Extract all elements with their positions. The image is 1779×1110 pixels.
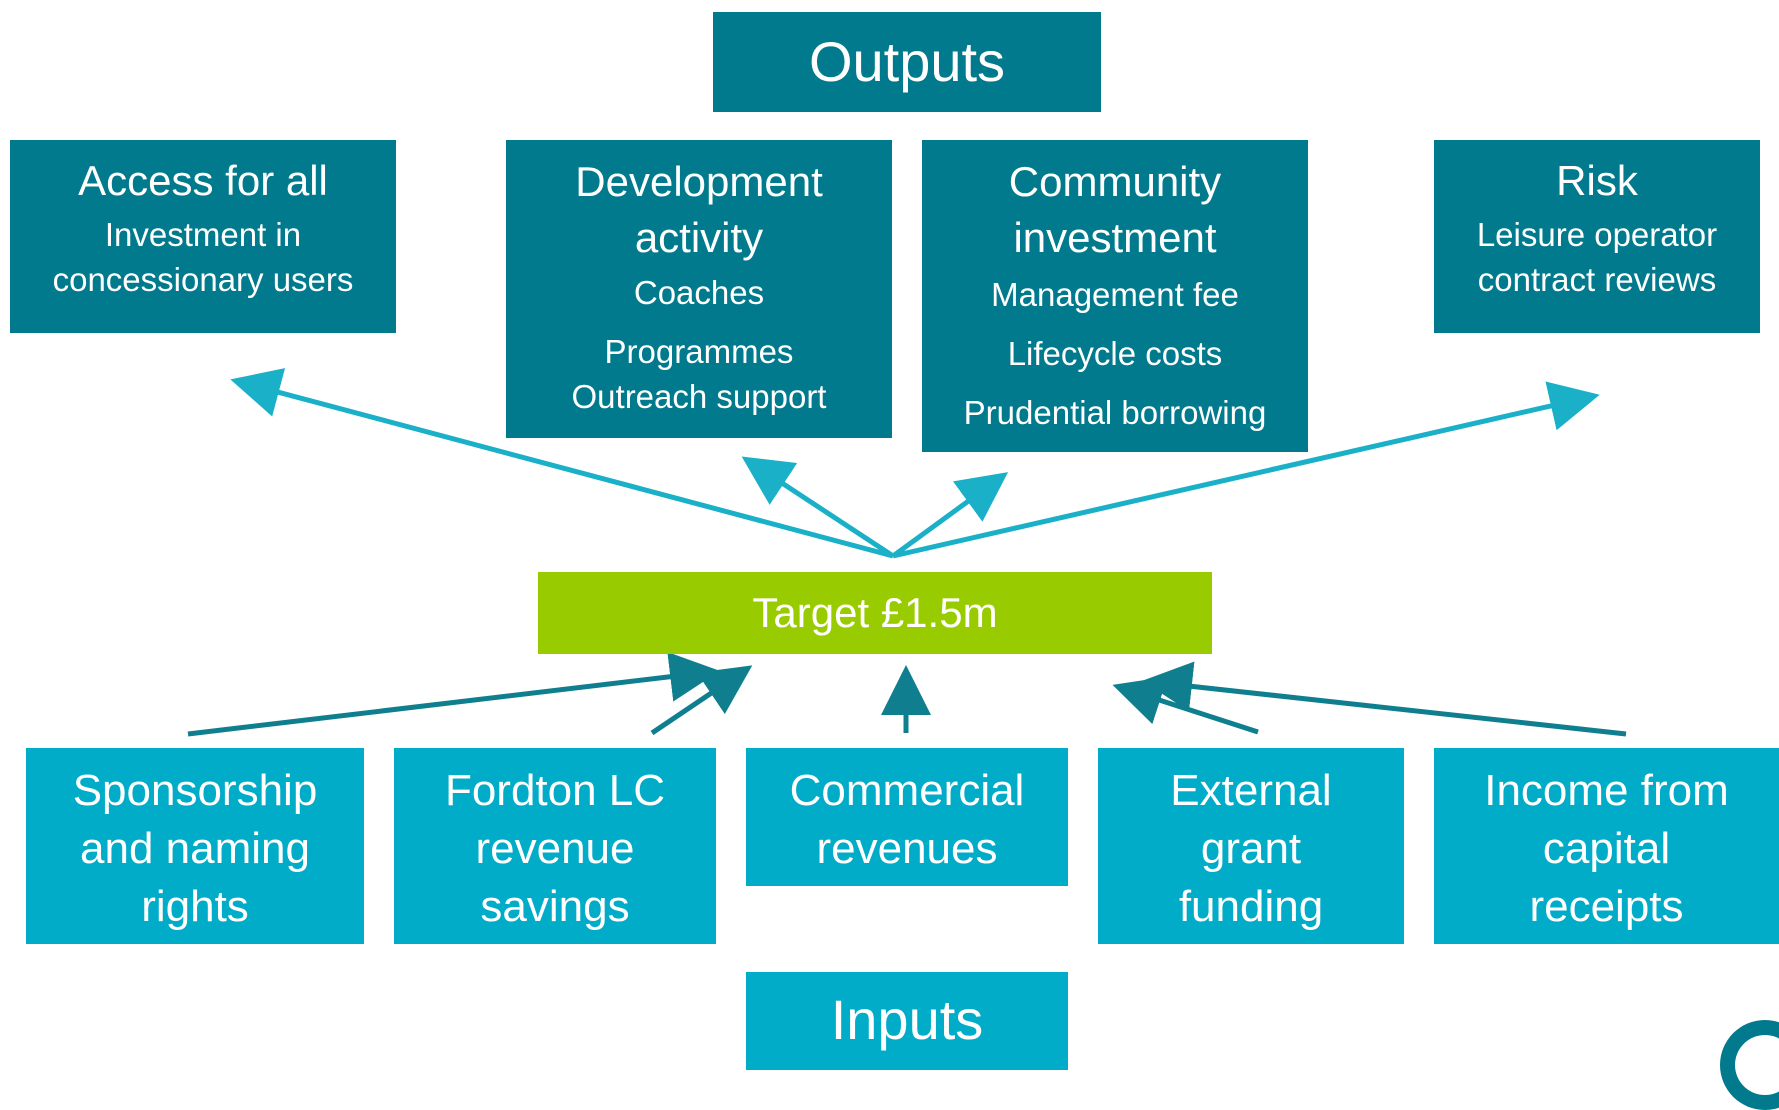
input-line: revenues: [816, 824, 998, 873]
target-box: Target £1.5m: [538, 572, 1212, 654]
input-line: rights: [141, 882, 249, 931]
output-line: Investment in: [104, 216, 302, 253]
arrow-to-development-activity: [741, 456, 895, 559]
arrow-from-sponsorship: [187, 651, 720, 737]
output-development-activity: Development activity Coaches Programmes …: [506, 140, 892, 438]
output-line: Programmes: [604, 333, 794, 370]
output-risk: Risk Leisure operator contract reviews: [1434, 140, 1760, 333]
arrows-layer: [187, 368, 1627, 737]
arrow-from-external-grant: [1112, 676, 1259, 735]
output-line: Lifecycle costs: [1007, 335, 1223, 372]
output-community-investment: Community investment Management fee Life…: [922, 140, 1308, 452]
input-capital-receipts: Income from capital receipts: [1434, 748, 1779, 944]
input-line: capital: [1542, 824, 1671, 873]
input-line: savings: [480, 882, 630, 931]
output-line: Outreach support: [571, 378, 827, 415]
input-external-grant: External grant funding: [1098, 748, 1404, 944]
output-title-line1: Development: [575, 158, 823, 205]
output-title-line2: investment: [1013, 214, 1217, 261]
output-line: Management fee: [991, 276, 1239, 313]
outputs-heading-box: Outputs: [713, 12, 1101, 112]
outputs-heading: Outputs: [808, 30, 1006, 93]
input-line: funding: [1178, 882, 1324, 931]
input-sponsorship: Sponsorship and naming rights: [26, 748, 364, 944]
inputs-heading: Inputs: [830, 988, 984, 1051]
output-line: contract reviews: [1477, 261, 1717, 298]
arrow-from-capital-receipts: [1142, 661, 1627, 737]
target-label: Target £1.5m: [752, 589, 998, 636]
input-line: External: [1170, 766, 1332, 815]
output-line: concessionary users: [52, 261, 354, 298]
arrow-to-access-for-all: [230, 368, 894, 559]
arrow-to-risk: [892, 381, 1600, 559]
output-line: Prudential borrowing: [963, 394, 1267, 431]
arrow-from-fordton: [650, 665, 753, 736]
output-line: Leisure operator: [1476, 216, 1718, 253]
output-line: Coaches: [633, 274, 765, 311]
input-line: grant: [1200, 824, 1302, 873]
input-line: receipts: [1529, 882, 1684, 931]
output-access-for-all: Access for all Investment in concessiona…: [10, 140, 396, 333]
output-title: Risk: [1556, 157, 1638, 204]
input-line: Income from: [1484, 766, 1729, 815]
input-fordton-lc: Fordton LC revenue savings: [394, 748, 716, 944]
output-title-line2: activity: [634, 214, 764, 261]
arrow-to-community-investment: [891, 472, 1009, 559]
input-line: Fordton LC: [444, 766, 666, 815]
input-line: and naming: [80, 824, 310, 873]
input-line: revenue: [475, 824, 635, 873]
inputs-heading-box: Inputs: [746, 972, 1068, 1070]
input-commercial-revenues: Commercial revenues: [746, 748, 1068, 886]
input-line: Commercial: [789, 766, 1025, 815]
output-title: Access for all: [78, 157, 328, 204]
input-line: Sponsorship: [72, 766, 318, 815]
output-title-line1: Community: [1008, 158, 1222, 205]
